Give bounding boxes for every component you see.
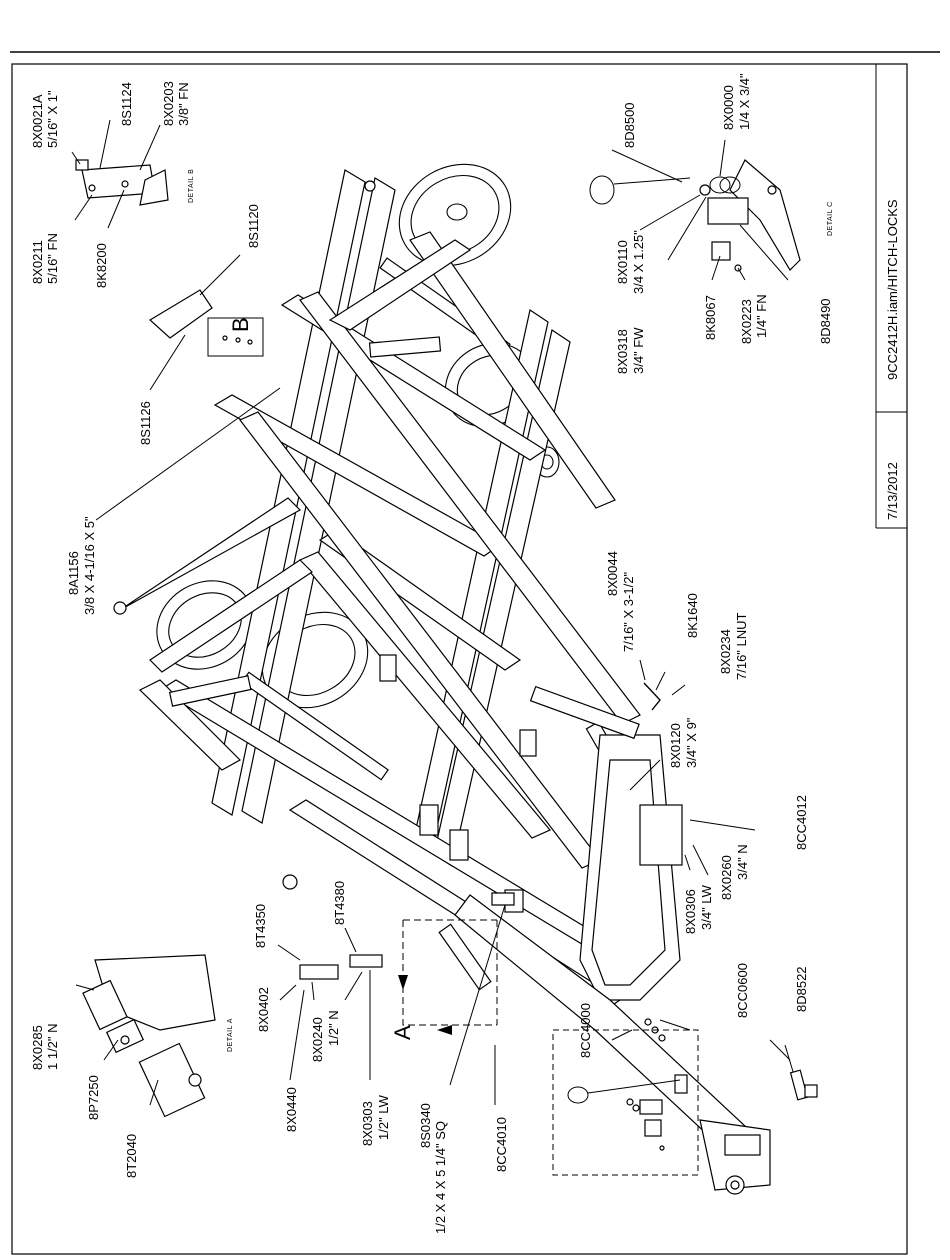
label-8T4350: 8T4350: [253, 904, 268, 948]
label-8CC0600: 8CC0600: [735, 963, 750, 1018]
wing-lift-arms: [119, 239, 472, 771]
hitch-lock-detail-box: [552, 1029, 699, 1176]
view-letter-b: B: [228, 317, 253, 332]
label-8K8200: 8K8200: [94, 243, 109, 288]
hitch-lock-pin-group: [567, 1079, 681, 1151]
detail-c-label: DETAIL C: [827, 201, 834, 236]
detail-b-callout: B: [148, 289, 264, 357]
label-8X0234-num: 8X0234: [718, 629, 733, 674]
label-8X0203-desc: 3/8" FN: [176, 82, 191, 126]
label-8X0211-num: 8X0211: [30, 240, 45, 284]
label-8X0402: 8X0402: [256, 987, 271, 1032]
label-8X0285-desc: 1 1/2" N: [45, 1023, 60, 1070]
detail-b-label: DETAIL B: [188, 169, 195, 203]
label-8S1126: 8S1126: [138, 401, 153, 445]
label-8CC4010: 8CC4010: [494, 1117, 509, 1172]
label-8X0044-num: 8X0044: [605, 551, 620, 596]
label-8S0340-num: 8S0340: [418, 1103, 433, 1148]
label-8X0260-num: 8X0260: [719, 855, 734, 900]
label-8X0303-desc: 1/2" LW: [376, 1094, 391, 1140]
label-8S1124: 8S1124: [119, 82, 134, 126]
title-block: 9CC2412H.iam/HITCH-LOCKS 7/13/2012: [875, 64, 907, 529]
label-8X0021A-num: 8X0021A: [30, 94, 45, 148]
label-8X0306-desc: 3/4" LW: [699, 884, 714, 930]
label-8X0240-num: 8X0240: [310, 1017, 325, 1062]
label-8X0211-desc: 5/16" FN: [45, 233, 60, 284]
drawing-date: 7/13/2012: [885, 462, 900, 520]
label-8D8490: 8D8490: [818, 298, 833, 344]
detail-c: DETAIL C: [589, 159, 834, 272]
label-8A1156-num: 8A1156: [66, 551, 81, 595]
label-8CC4000: 8CC4000: [578, 1003, 593, 1058]
cultivator-frame-assembly: [113, 163, 818, 1195]
label-8X0110-num: 8X0110: [615, 240, 630, 284]
label-8X0260-desc: 3/4" N: [735, 844, 750, 880]
detail-b: DETAIL B: [75, 159, 195, 206]
label-8X0318-desc: 3/4" FW: [631, 327, 646, 374]
label-8A1156-desc: 3/8 X 4-1/16 X 5": [82, 516, 97, 615]
part-labels: 8X0021A 5/16" X 1" 8S1124 8X0203 3/8" FN…: [30, 73, 833, 1234]
drawing-border: [11, 63, 908, 1255]
rear-wheel-right: [398, 163, 512, 267]
drawing-name: 9CC2412H.iam/HITCH-LOCKS: [885, 199, 900, 380]
center-main-beams: [239, 231, 641, 869]
label-8X0223-num: 8X0223: [739, 299, 754, 344]
label-8T4380: 8T4380: [332, 881, 347, 925]
label-8X0000-desc: 1/4 X 3/4": [737, 73, 752, 130]
label-8X0044-desc: 7/16" X 3-1/2": [621, 572, 636, 652]
label-8X0223-desc: 1/4" FN: [754, 294, 769, 338]
label-8D8522: 8D8522: [794, 966, 809, 1012]
label-8X0203-num: 8X0203: [161, 81, 176, 126]
label-8K1640: 8K1640: [685, 593, 700, 638]
label-8S1120: 8S1120: [246, 204, 261, 248]
label-8X0120-num: 8X0120: [668, 723, 683, 768]
label-8X0234-desc: 7/16" LNUT: [734, 612, 749, 680]
label-8X0306-num: 8X0306: [683, 889, 698, 934]
label-8X0440: 8X0440: [284, 1087, 299, 1132]
label-8T2040: 8T2040: [124, 1134, 139, 1178]
label-8S0340-desc: 1/2 X 4 X 5 1/4" SQ: [433, 1121, 448, 1234]
label-8X0285-num: 8X0285: [30, 1025, 45, 1070]
label-8X0303-num: 8X0303: [360, 1101, 375, 1146]
detail-a: DETAIL A: [82, 954, 234, 1118]
label-8X0318-num: 8X0318: [615, 329, 630, 374]
section-a-cut: A: [390, 919, 498, 1040]
label-8X0240-desc: 1/2" N: [326, 1010, 341, 1046]
leader-lines: [71, 119, 791, 1106]
view-letter-a: A: [390, 1025, 415, 1040]
detail-a-label: DETAIL A: [227, 1018, 234, 1052]
label-8X0000-num: 8X0000: [721, 85, 736, 130]
label-8X0120-desc: 3/4" X 9": [684, 717, 699, 768]
label-8X0021A-desc: 5/16" X 1": [45, 90, 60, 148]
label-8X0110-desc: 3/4 X 1.25": [631, 230, 646, 294]
frame-shank-mounts: [113, 180, 537, 913]
label-8P7250: 8P7250: [86, 1075, 101, 1120]
label-8D8500: 8D8500: [622, 102, 637, 148]
label-8CC4012: 8CC4012: [794, 795, 809, 850]
label-8K8067: 8K8067: [703, 295, 718, 340]
